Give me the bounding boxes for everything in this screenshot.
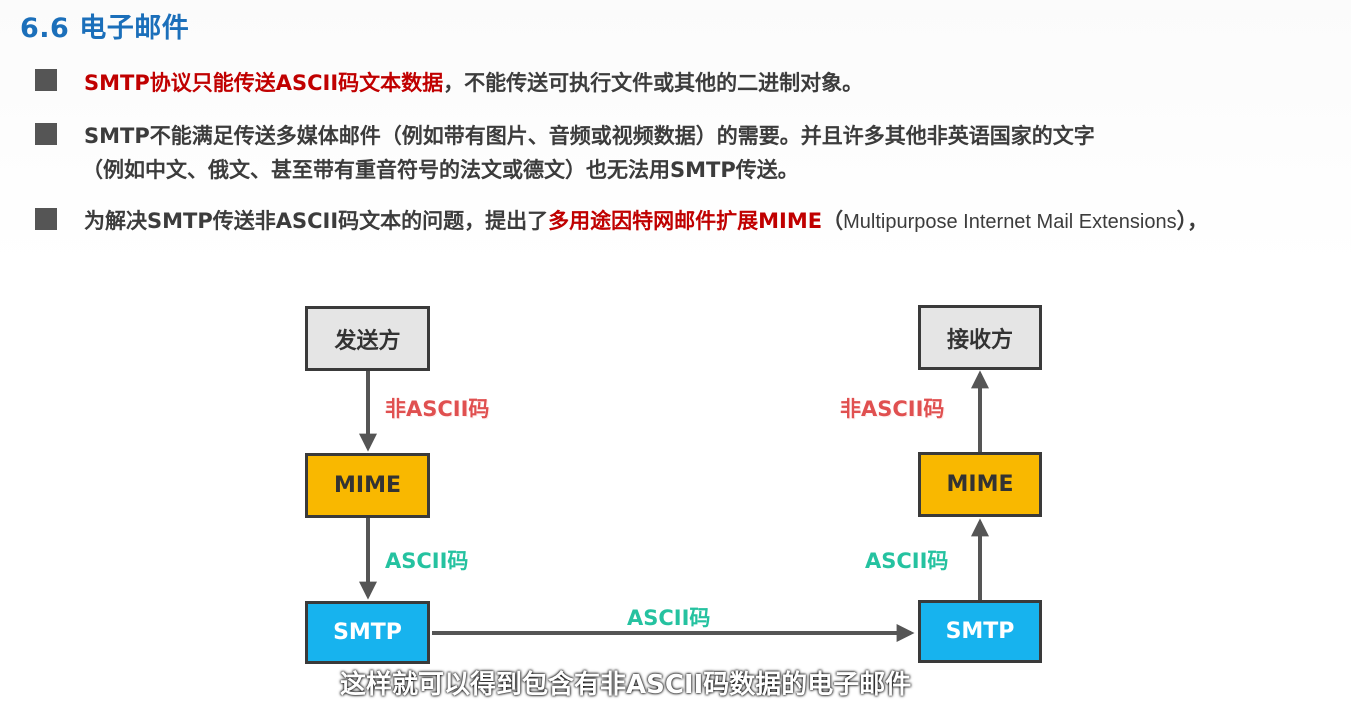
bullet-2-line-1: SMTP不能满足传送多媒体邮件（例如带有图片、音频或视频数据）的需要。并且许多其… xyxy=(84,124,1095,148)
slide-background xyxy=(0,0,1351,680)
bullet-2-line-2: （例如中文、俄文、甚至带有重音符号的法文或德文）也无法用SMTP传送。 xyxy=(82,158,799,182)
mime-left-box: MIME xyxy=(305,453,430,518)
diagram-arrows xyxy=(359,370,989,642)
label-ascii-left: ASCII码 xyxy=(385,549,469,573)
bullet-1-text: SMTP协议只能传送ASCII码文本数据，不能传送可执行文件或其他的二进制对象。 xyxy=(84,67,863,97)
label-non-ascii-left: 非ASCII码 xyxy=(385,397,490,421)
mime-right-box: MIME xyxy=(918,452,1042,517)
video-subtitle: 这样就可以得到包含有非ASCII码数据的电子邮件 xyxy=(340,670,912,700)
bullet-marker xyxy=(35,123,57,145)
bullet-1-rest: ，不能传送可执行文件或其他的二进制对象。 xyxy=(443,71,864,95)
bullet-1-highlight: SMTP协议只能传送ASCII码文本数据 xyxy=(84,71,444,95)
bullet-3-text: 为解决SMTP传送非ASCII码文本的问题，提出了多用途因特网邮件扩展MIME（… xyxy=(84,205,1208,235)
bullet-marker xyxy=(35,208,57,230)
label-ascii-middle: ASCII码 xyxy=(627,606,711,630)
bullet-3-expansion: Multipurpose Internet Mail Extensions xyxy=(843,211,1177,233)
bullet-3-highlight: 多用途因特网邮件扩展MIME xyxy=(548,209,823,233)
bullet-3-suffix: ）， xyxy=(1176,209,1209,233)
label-ascii-right: ASCII码 xyxy=(865,549,949,573)
sender-box: 发送方 xyxy=(305,306,430,371)
bullet-3-paren-open: （ xyxy=(822,209,844,233)
receiver-box: 接收方 xyxy=(918,305,1042,370)
smtp-right-box: SMTP xyxy=(918,600,1042,663)
slide-title: 6.6 电子邮件 xyxy=(20,13,190,44)
bullet-marker xyxy=(35,69,57,91)
smtp-left-box: SMTP xyxy=(305,601,430,664)
bullet-3-prefix: 为解决SMTP传送非ASCII码文本的问题，提出了 xyxy=(84,209,549,233)
label-non-ascii-right: 非ASCII码 xyxy=(840,397,945,421)
